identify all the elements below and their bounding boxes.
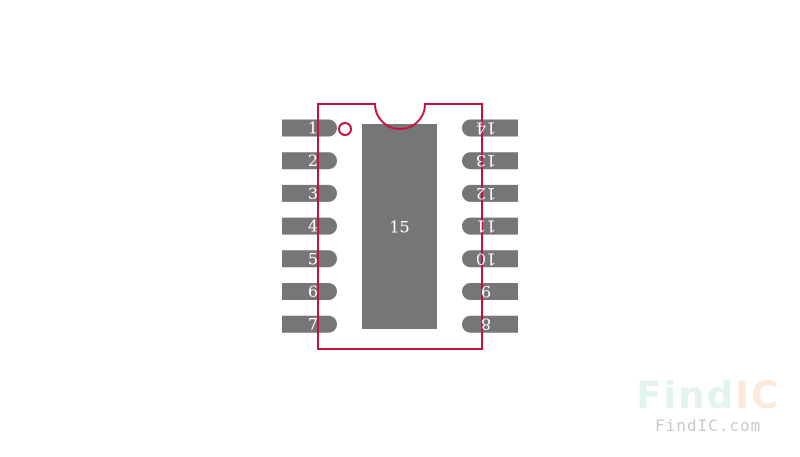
left-pad-4	[282, 217, 337, 235]
left-pad-1	[282, 119, 337, 137]
watermark-logo-ic: IC	[735, 374, 780, 417]
right-pad-label-13: 13	[476, 151, 496, 170]
right-pad-10	[462, 250, 518, 268]
package-outline	[317, 103, 483, 350]
right-pad-label-12: 12	[476, 184, 496, 203]
thermal-pad-label: 15	[389, 218, 409, 237]
outline-body	[317, 103, 483, 350]
right-pad-label-14: 14	[476, 119, 496, 138]
left-pad-label-6: 6	[308, 282, 318, 301]
left-pad-label-1: 1	[308, 119, 318, 138]
left-pad-label-2: 2	[308, 151, 318, 170]
right-pad-label-8: 8	[481, 315, 491, 334]
right-pad-label-11: 11	[476, 217, 496, 236]
pin1-marker	[338, 122, 352, 136]
right-pad-label-9: 9	[481, 282, 491, 301]
right-pad-14	[462, 119, 518, 137]
left-pad-5	[282, 250, 337, 268]
left-pad-label-3: 3	[308, 184, 318, 203]
watermark-logo-find: Find	[636, 374, 736, 417]
left-pad-label-5: 5	[308, 249, 318, 268]
left-pad-7	[282, 315, 337, 333]
right-pad-8	[462, 315, 518, 333]
left-pad-2	[282, 152, 337, 170]
left-pad-label-4: 4	[308, 217, 318, 236]
watermark-url: FindIC.com	[654, 416, 762, 435]
right-pad-11	[462, 217, 518, 235]
right-pad-label-10: 10	[476, 249, 496, 268]
right-pad-13	[462, 152, 518, 170]
left-pad-label-7: 7	[308, 315, 318, 334]
left-pad-3	[282, 184, 337, 202]
thermal-pad	[362, 124, 437, 329]
right-pad-12	[462, 184, 518, 202]
left-pad-6	[282, 283, 337, 300]
watermark-logo: FindIC	[636, 376, 780, 416]
pads-layer	[282, 119, 518, 333]
findic-watermark: FindIC FindIC.com	[636, 376, 780, 436]
right-pad-9	[462, 283, 518, 300]
